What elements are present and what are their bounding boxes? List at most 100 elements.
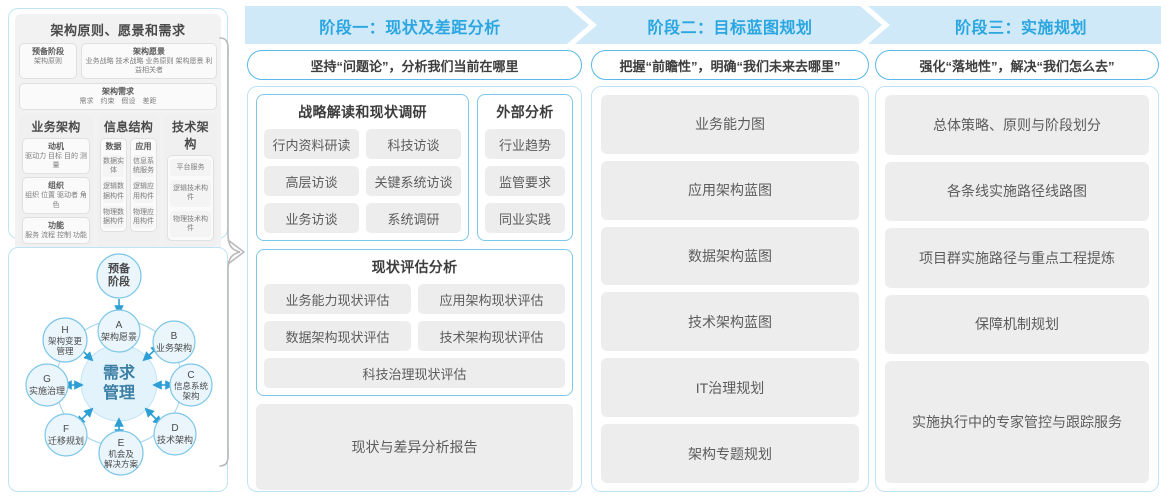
phase-1-report-card[interactable]: 现状与差异分析报告 [256, 404, 573, 490]
togaf-framework-card: 架构原则、愿景和需求 预备阶段 架构原则 架构愿景 业务战略 技术战略 业务原则… [8, 8, 228, 293]
adm-cycle-svg: 需求 管理 预备 阶段 A 架构愿景 [25, 253, 213, 476]
list-item[interactable]: 应用架构蓝图 [601, 160, 859, 220]
list-item[interactable]: 数据架构蓝图 [601, 226, 859, 286]
list-item[interactable]: 业务能力图 [601, 95, 859, 154]
list-item[interactable]: 架构专题规划 [601, 424, 859, 483]
adm-node-f-label: 迁移规划 [48, 435, 84, 446]
phase-1-top-groups: 战略解读和现状调研 行内资料研读 科技访谈 高层访谈 关键系统访谈 业务访谈 系… [256, 94, 573, 241]
adm-prep-line1: 预备 [108, 261, 131, 275]
togaf-business-function: 功能 服务 流程 控制 功能 [22, 216, 90, 244]
togaf-req-sub: 需求 约束 假设 差距 [79, 98, 157, 106]
chip-item[interactable]: 同业实践 [485, 203, 565, 233]
togaf-prep-sub: 架构原则 [34, 58, 62, 65]
group-external-analysis: 外部分析 行业趋势 监管要求 同业实践 [477, 94, 573, 241]
list-item[interactable]: IT治理规划 [601, 358, 859, 418]
togaf-row-vision: 预备阶段 架构原则 架构愿景 业务战略 技术战略 业务原则 架构愿景 利益相关者 [19, 43, 217, 80]
togaf-req-head: 架构需求 [102, 87, 134, 97]
list-item[interactable]: 实施执行中的专家管控与跟踪服务 [885, 361, 1149, 483]
adm-node-f-key: F [63, 424, 69, 435]
adm-prep-line2: 阶段 [108, 274, 130, 288]
phase-2-item-stack: 业务能力图 应用架构蓝图 数据架构蓝图 技术架构蓝图 IT治理规划 架构专题规划 [592, 87, 868, 491]
chip-item[interactable]: 行业趋势 [485, 129, 565, 159]
adm-node-e-label1: 机会及 [108, 449, 134, 459]
phase-3-item-stack: 总体策略、原则与阶段划分 各条线实施路径线路图 项目群实施路径与重点工程提炼 保… [876, 87, 1158, 491]
list-item[interactable]: 总体策略、原则与阶段划分 [885, 95, 1149, 155]
phase-1-panel: 战略解读和现状调研 行内资料研读 科技访谈 高层访谈 关键系统访谈 业务访谈 系… [247, 86, 582, 492]
list-item[interactable]: 各条线实施路径线路图 [885, 161, 1149, 221]
togaf-vision-head: 架构愿景 [133, 47, 165, 56]
adm-node-e-label2: 解决方案 [104, 459, 139, 469]
chip-item[interactable]: 业务能力现状评估 [264, 284, 411, 314]
togaf-title: 架构原则、愿景和需求 [50, 23, 186, 38]
chip-item[interactable]: 关键系统访谈 [366, 166, 461, 196]
list-item[interactable]: 技术架构蓝图 [601, 292, 859, 352]
adm-node-g-label: 实施治理 [29, 385, 65, 396]
togaf-row-requirements: 架构需求 需求 约束 假设 差距 [19, 83, 217, 111]
togaf-prep-block: 预备阶段 架构原则 [19, 43, 77, 80]
chip-item[interactable]: 业务访谈 [264, 203, 359, 233]
togaf-requirements-block: 架构需求 需求 约束 假设 差距 [19, 83, 217, 111]
adm-node-a-label: 架构愿景 [101, 331, 137, 342]
adm-center-line1: 需求 [103, 363, 136, 382]
togaf-prep-head: 预备阶段 [32, 47, 64, 56]
adm-node-c-label1: 信息系统 [174, 381, 209, 391]
togaf-application-subcolumn: 应用 信息系统服务 逻辑应用构件 物理应用构件 [130, 138, 157, 232]
adm-node-d-key: D [171, 423, 178, 434]
chip-row: 业务访谈 系统调研 [264, 203, 461, 233]
chip-item[interactable]: 高层访谈 [264, 166, 359, 196]
adm-center-line2: 管理 [103, 383, 135, 402]
togaf-business-organization: 组织 组织 位置 驱动者 角色 [22, 177, 90, 214]
adm-node-b-label: 业务架构 [156, 342, 192, 353]
chevron-phase-2 [575, 6, 882, 44]
phase-2-header: 阶段二：目标蓝图规划 [647, 20, 813, 37]
togaf-data-subcolumn: 数据 数据实体 逻辑数据构件 物理数据构件 [100, 138, 127, 232]
togaf-column-information: 信息结构 数据 数据实体 逻辑数据构件 物理数据构件 应用 信息系统服务 [97, 114, 160, 247]
group-strategy-research-title: 战略解读和现状调研 [298, 104, 427, 120]
adm-node-g-key: G [43, 374, 51, 385]
phase-chevron-band [245, 6, 1161, 44]
chip-row: 科技治理现状评估 [264, 358, 565, 388]
chip-item[interactable]: 监管要求 [485, 166, 565, 196]
adm-node-h-label1: 架构变更 [48, 336, 83, 346]
togaf-domain-columns: 业务架构 动机 驱动力 目标 目的 测量 组织 组织 位置 驱动者 角色 功能 … [19, 114, 217, 247]
adm-node-e-key: E [118, 438, 125, 449]
list-item[interactable]: 项目群实施路径与重点工程提炼 [885, 228, 1149, 288]
chip-item[interactable]: 系统调研 [366, 203, 461, 233]
group-current-state-assessment-title: 现状评估分析 [371, 259, 458, 275]
adm-node-c-key: C [187, 370, 194, 381]
phase-3-header: 阶段三：实施规划 [954, 20, 1087, 37]
adm-node-c-label2: 架构 [182, 391, 199, 401]
group-external-analysis-title: 外部分析 [496, 104, 554, 120]
togaf-vision-sub: 业务战略 技术战略 业务原则 架构愿景 利益相关者 [85, 58, 213, 75]
brace-connector [219, 37, 245, 467]
group-strategy-research: 战略解读和现状调研 行内资料研读 科技访谈 高层访谈 关键系统访谈 业务访谈 系… [256, 94, 469, 241]
chip-item[interactable]: 科技治理现状评估 [264, 358, 565, 388]
phase-subtitle-row: 坚持“问题论”，分析我们当前在哪里 把握“前瞻性”，明确“我们未来去哪里” 强化… [245, 50, 1161, 80]
phase-2-panel: 业务能力图 应用架构蓝图 数据架构蓝图 技术架构蓝图 IT治理规划 架构专题规划 [591, 86, 869, 492]
togaf-information-subcolumns: 数据 数据实体 逻辑数据构件 物理数据构件 应用 信息系统服务 逻辑应用构件 物… [100, 138, 157, 232]
group-current-state-assessment: 现状评估分析 业务能力现状评估 应用架构现状评估 数据架构现状评估 技术架构现状… [256, 249, 573, 396]
togaf-vision-block: 架构愿景 业务战略 技术战略 业务原则 架构愿景 利益相关者 [81, 43, 217, 80]
togaf-technology-items: 平台服务 逻辑技术构件 物理技术构件 [167, 155, 214, 241]
adm-node-d-label: 技术架构 [157, 434, 193, 445]
left-column: 架构原则、愿景和需求 预备阶段 架构原则 架构愿景 业务战略 技术战略 业务原则… [8, 8, 230, 492]
chip-item[interactable]: 科技访谈 [366, 129, 461, 159]
chip-item[interactable]: 数据架构现状评估 [264, 321, 411, 351]
togaf-column-technology-title: 技术架构 [172, 120, 209, 152]
phase-1-subtitle: 坚持“问题论”，分析我们当前在哪里 [247, 50, 582, 80]
togaf-column-business: 业务架构 动机 驱动力 目标 目的 测量 组织 组织 位置 驱动者 角色 功能 … [19, 114, 93, 247]
chip-item[interactable]: 技术架构现状评估 [418, 321, 565, 351]
adm-cycle-card: 需求 管理 预备 阶段 A 架构愿景 [8, 247, 228, 492]
phase-3-panel: 总体策略、原则与阶段划分 各条线实施路径线路图 项目群实施路径与重点工程提炼 保… [875, 86, 1159, 492]
adm-node-a-key: A [116, 320, 123, 331]
chip-item[interactable]: 应用架构现状评估 [418, 284, 565, 314]
list-item[interactable]: 保障机制规划 [885, 294, 1149, 354]
chip-item[interactable]: 行内资料研读 [264, 129, 359, 159]
chevron-phase-3 [868, 6, 1161, 44]
phase-2-subtitle: 把握“前瞻性”，明确“我们未来去哪里” [591, 50, 869, 80]
phase-3-subtitle: 强化“落地性”，解决“我们怎么去” [875, 50, 1159, 80]
togaf-column-business-title: 业务架构 [31, 120, 81, 135]
chip-row: 数据架构现状评估 技术架构现状评估 [264, 321, 565, 351]
adm-node-h-key: H [61, 325, 68, 336]
